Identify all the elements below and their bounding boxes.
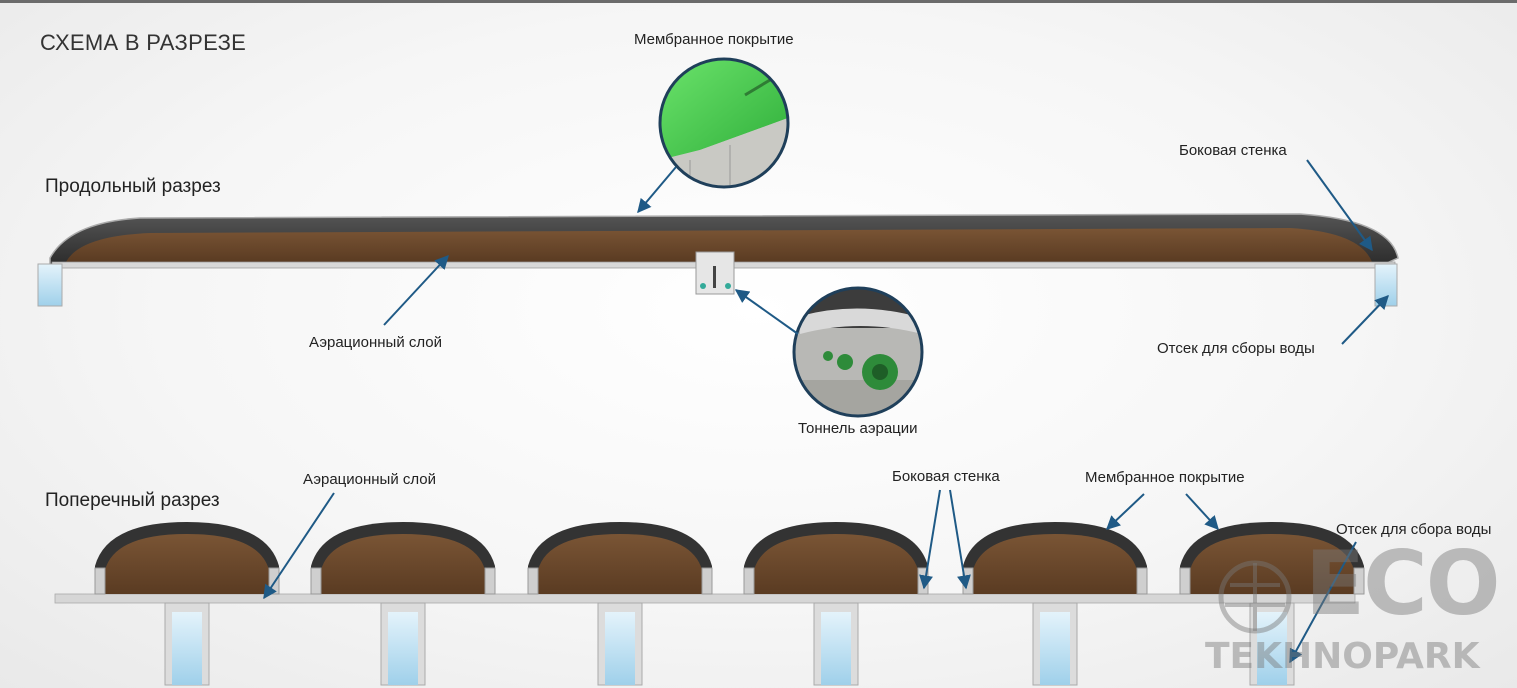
- water-compartment-label-bottom: Отсек для сбора воды: [1336, 521, 1492, 538]
- water-compartment-right: [1374, 263, 1398, 307]
- compost-layer: [973, 534, 1137, 594]
- transverse-pile-5: [962, 522, 1148, 595]
- water-tank-3: [597, 602, 643, 686]
- water-tank-5: [1032, 602, 1078, 686]
- logo-eco: ECO: [1305, 532, 1501, 635]
- membrane-photo: [658, 57, 790, 189]
- water-compartment-left: [37, 263, 63, 307]
- water-tank-2: [380, 602, 426, 686]
- longitudinal-section-title: Продольный разрез: [45, 176, 221, 197]
- transverse-pile-2: [310, 522, 496, 595]
- arrow-side-wall-bottom-1: [919, 489, 941, 590]
- side-wall-right: [1353, 567, 1365, 595]
- arrow-membrane-bottom-2: [1185, 493, 1219, 531]
- compost-layer: [538, 534, 702, 594]
- logo-tekhnopark: TEKHNOPARK: [1205, 636, 1480, 677]
- tunnel-light-left: [700, 283, 706, 289]
- membrane-label-bottom: Мембранное покрытие: [1085, 469, 1245, 486]
- transverse-pile-6: [1179, 522, 1365, 595]
- compost-layer: [1190, 534, 1354, 594]
- side-wall-left: [94, 567, 106, 595]
- arrow-aeration-layer-bottom: [263, 492, 335, 600]
- arrow-membrane-top: [637, 166, 677, 214]
- transverse-pile-4: [743, 522, 929, 595]
- water-tanks: [164, 602, 1295, 686]
- side-wall-left: [743, 567, 755, 595]
- longitudinal-pile: [37, 213, 1399, 307]
- side-wall-right: [1136, 567, 1148, 595]
- page-title: СХЕМА В РАЗРЕЗЕ: [40, 30, 247, 55]
- compost-layer-long: [66, 228, 1372, 262]
- aeration-layer-label-top: Аэрационный слой: [309, 334, 443, 351]
- water-tank-4: [813, 602, 859, 686]
- arrow-side-wall-bottom-2: [949, 489, 971, 590]
- transverse-pile-1: [94, 522, 280, 595]
- floor-transverse: [54, 593, 1356, 604]
- arrow-membrane-bottom-1: [1105, 493, 1145, 530]
- callout-arrows: [263, 159, 1389, 664]
- arrow-water-compartment-top: [1341, 294, 1389, 345]
- water-compartment-label-top: Отсек для сборы воды: [1157, 340, 1315, 357]
- compost-layer: [321, 534, 485, 594]
- side-wall-label-bottom: Боковая стенка: [892, 468, 1000, 485]
- arrow-water-compartment-bottom: [1289, 541, 1357, 664]
- arrow-side-wall-top: [1306, 159, 1373, 252]
- side-wall-left: [1179, 567, 1191, 595]
- side-wall-right: [268, 567, 280, 595]
- aeration-tunnel-label: Тоннель аэрации: [798, 420, 918, 437]
- side-wall-left: [527, 567, 539, 595]
- transverse-section-title: Поперечный разрез: [45, 490, 220, 511]
- arrow-tunnel: [734, 289, 799, 335]
- side-wall-right: [701, 567, 713, 595]
- water-tank-6: [1249, 602, 1295, 686]
- tunnel-light-right: [725, 283, 731, 289]
- transverse-base: [54, 593, 1356, 604]
- compost-layer: [754, 534, 918, 594]
- aeration-layer-label-bottom: Аэрационный слой: [303, 471, 437, 488]
- water-tank-1: [164, 602, 210, 686]
- arrow-aeration-layer-top: [383, 254, 449, 326]
- tunnel-person-icon: [713, 266, 716, 288]
- membrane-label-top: Мембранное покрытие: [634, 31, 794, 48]
- logo-globe-icon: [1218, 560, 1292, 634]
- side-wall-left: [310, 567, 322, 595]
- transverse-pile-3: [527, 522, 713, 595]
- top-border: [0, 0, 1517, 3]
- tunnel-photo: [792, 286, 924, 418]
- side-wall-label-top: Боковая стенка: [1179, 142, 1287, 159]
- compost-layer: [105, 534, 269, 594]
- transverse-piles: [94, 522, 1365, 595]
- side-wall-right: [484, 567, 496, 595]
